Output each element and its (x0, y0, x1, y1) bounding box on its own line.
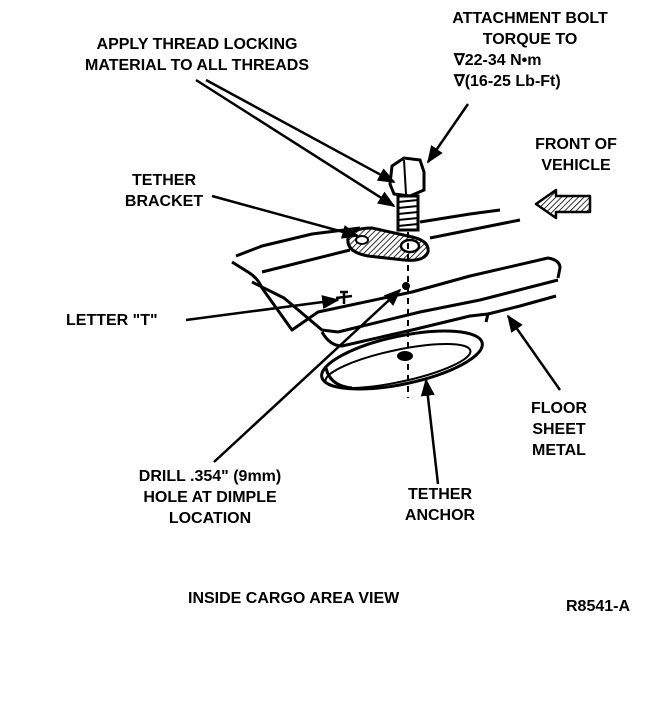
view-caption: INSIDE CARGO AREA VIEW (188, 590, 400, 607)
torque-nm-value: ∇22-34 N•m (454, 52, 542, 69)
floor-sheet-metal-line-2: SHEET (532, 421, 586, 438)
figure-id: R8541-A (566, 598, 631, 615)
tether-bracket-line-1: TETHER (132, 172, 196, 189)
leader-lines (185, 78, 562, 485)
letter-t-marking (335, 290, 353, 304)
drill-hole-line-2: HOLE AT DIMPLE (143, 489, 277, 506)
front-of-vehicle-line-2: VEHICLE (541, 157, 611, 174)
front-of-vehicle-arrow (534, 188, 592, 220)
tether-bracket-line-2: BRACKET (124, 193, 204, 210)
tether-bracket-label: TETHER BRACKET (114, 170, 214, 212)
drill-hole-label: DRILL .354" (9mm) HOLE AT DIMPLE LOCATIO… (110, 466, 310, 529)
dimple-mark (402, 282, 410, 290)
tether-bracket-shape (346, 226, 430, 262)
thread-locking-line-2: MATERIAL TO ALL THREADS (85, 57, 309, 74)
tether-anchor-line-1: TETHER (408, 486, 472, 503)
attachment-bolt-shape (388, 156, 426, 232)
thread-locking-label: APPLY THREAD LOCKING MATERIAL TO ALL THR… (52, 34, 342, 76)
front-of-vehicle-label: FRONT OF VEHICLE (516, 134, 636, 176)
attachment-bolt-line-1: ATTACHMENT BOLT (452, 10, 608, 27)
front-of-vehicle-line-1: FRONT OF (535, 136, 617, 153)
attachment-bolt-line-2: TORQUE TO (482, 31, 578, 48)
thread-locking-line-1: APPLY THREAD LOCKING (96, 36, 298, 53)
torque-lbft-value: ∇(16-25 Lb-Ft) (454, 73, 561, 90)
tether-anchor-shape (320, 329, 484, 391)
floor-sheet-metal-shape (231, 208, 562, 348)
attachment-bolt-label: ATTACHMENT BOLT TORQUE TO ∇22-34 N•m ∇(1… (420, 8, 640, 92)
drill-hole-line-3: LOCATION (168, 510, 252, 527)
floor-sheet-metal-label: FLOOR SHEET METAL (514, 398, 604, 461)
letter-t-label: LETTER "T" (66, 312, 158, 329)
tether-anchor-line-2: ANCHOR (404, 507, 476, 524)
floor-sheet-metal-line-3: METAL (532, 442, 586, 459)
floor-sheet-metal-line-1: FLOOR (531, 400, 587, 417)
drill-hole-line-1: DRILL .354" (9mm) (138, 468, 282, 485)
tether-anchor-label: TETHER ANCHOR (390, 484, 490, 526)
